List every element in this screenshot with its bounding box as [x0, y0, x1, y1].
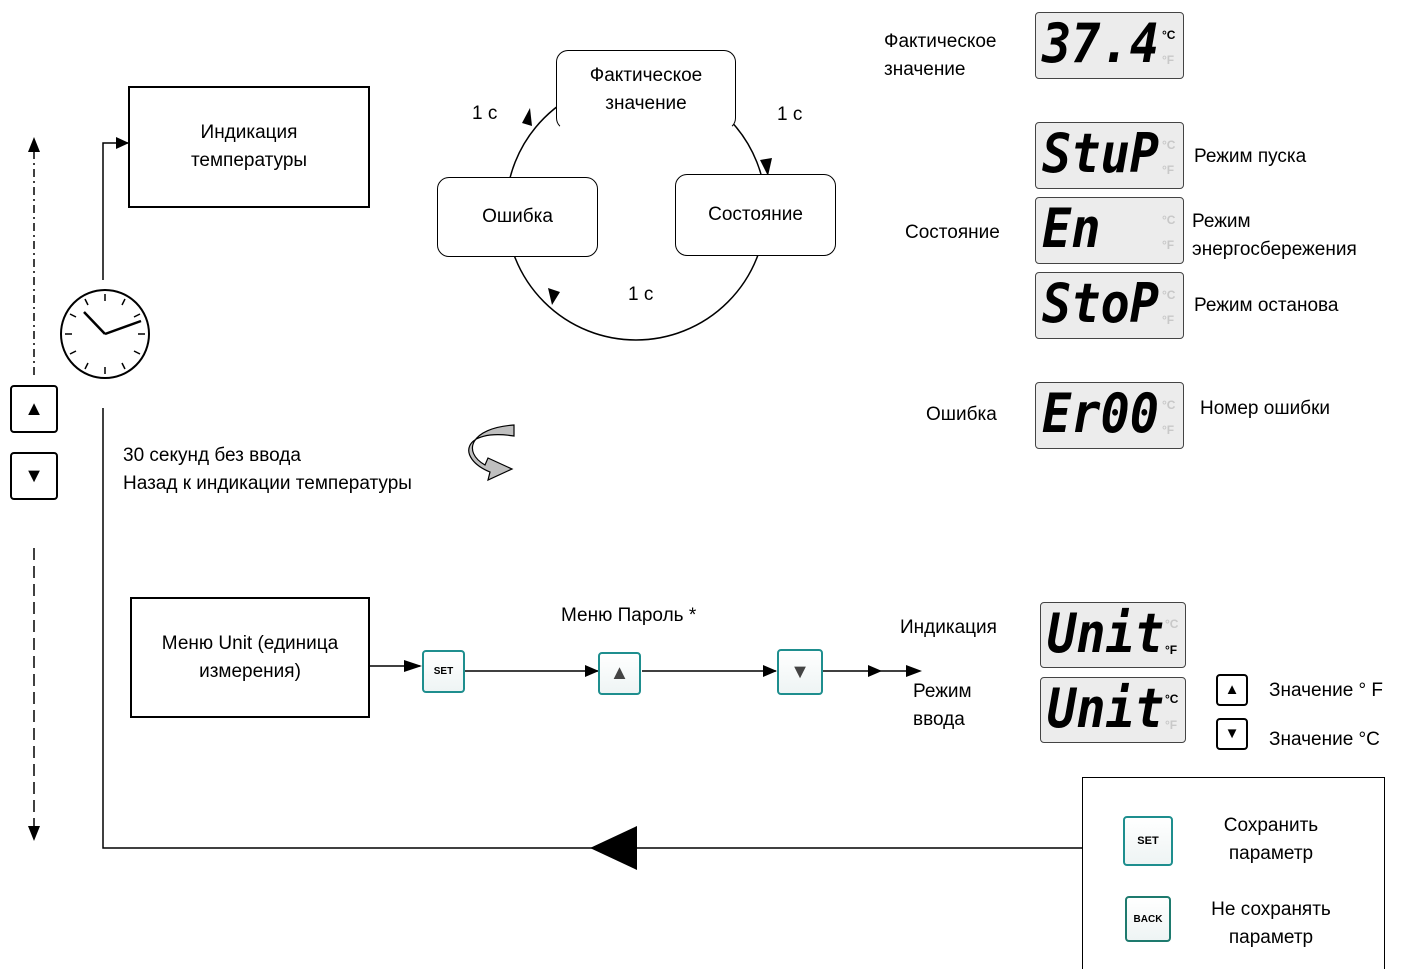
- input-mode-label: Режим ввода: [913, 681, 972, 730]
- legend-back-key[interactable]: BACK: [1125, 896, 1171, 942]
- set-key[interactable]: SET: [422, 650, 465, 693]
- display-arrowhead-2: [906, 665, 922, 677]
- error-node: Ошибка: [437, 177, 598, 257]
- clock-icon: [60, 289, 150, 379]
- indication-label: Индикация: [900, 617, 997, 638]
- interval-label-top-right: 1 с: [777, 104, 803, 125]
- display-arrowhead-1: [868, 665, 882, 677]
- state-label: Состояние: [905, 222, 1000, 243]
- down-arrow-icon: ▼: [1224, 725, 1240, 742]
- set-arrowhead: [404, 660, 422, 672]
- state-node: Состояние: [675, 174, 836, 256]
- unit-display-fahrenheit: Unit °C °F: [1040, 602, 1186, 668]
- cycle-arrow-right: [760, 158, 772, 176]
- scroll-down-arrowhead: [28, 826, 40, 841]
- actual-value-display: 37.4 °C °F: [1035, 12, 1184, 79]
- error-display: Er00 °C °F: [1035, 382, 1184, 449]
- state-display-energy-saving: En °C °F: [1035, 197, 1184, 264]
- state-desc-energy-saving: Режим энергосбережения: [1192, 211, 1357, 260]
- down-key-small[interactable]: ▼: [1216, 718, 1248, 750]
- legend-box: SET Сохранить параметр BACK Не сохранять…: [1082, 777, 1385, 969]
- error-desc: Номер ошибки: [1200, 398, 1330, 419]
- error-label: Ошибка: [926, 404, 997, 425]
- up-key-flow[interactable]: ▲: [598, 652, 641, 695]
- cycle-arrow-bottom: [548, 288, 560, 305]
- timeout-line-2: Назад к индикации температуры: [123, 473, 412, 494]
- temperature-indication-box: Индикация температуры: [128, 86, 370, 208]
- state-desc-stop: Режим останова: [1194, 295, 1339, 316]
- password-menu-label: Меню Пароль *: [561, 605, 697, 626]
- refresh-arrow-icon: [468, 424, 515, 482]
- actual-value-node: Фактическое значение: [556, 50, 736, 130]
- up-arrow-icon: ▲: [1224, 681, 1240, 698]
- down-value-desc: Значение °C: [1269, 729, 1380, 750]
- interval-label-top-left: 1 с: [472, 103, 498, 124]
- down-arrowhead: [763, 665, 777, 677]
- scroll-up-arrowhead: [28, 137, 40, 152]
- clock-to-indication-line: [102, 142, 128, 280]
- down-arrow-icon: ▼: [790, 660, 810, 683]
- cycle-arrow-left: [522, 108, 532, 126]
- up-key[interactable]: ▲: [10, 385, 58, 433]
- actual-value-label: Фактическое значение: [884, 31, 997, 80]
- up-arrow-icon: ▲: [24, 398, 44, 420]
- state-display-stop: StoP °C °F: [1035, 272, 1184, 339]
- unit-display-celsius: Unit °C °F: [1040, 677, 1186, 743]
- down-key-flow[interactable]: ▼: [777, 649, 823, 695]
- legend-back-desc: Не сохранять параметр: [1211, 899, 1331, 948]
- state-desc-startup: Режим пуска: [1194, 146, 1307, 167]
- unit-menu-box: Меню Unit (единица измерения): [130, 597, 370, 718]
- legend-set-desc: Сохранить параметр: [1223, 815, 1319, 864]
- up-arrow-icon: ▲: [609, 662, 630, 684]
- timeout-line-1: 30 секунд без ввода: [123, 445, 301, 466]
- up-value-desc: Значение ° F: [1269, 680, 1384, 701]
- indication-arrowhead: [116, 137, 129, 149]
- legend-set-key[interactable]: SET: [1123, 816, 1173, 866]
- up-key-small[interactable]: ▲: [1216, 674, 1248, 706]
- down-key[interactable]: ▼: [10, 452, 58, 500]
- return-line: [102, 408, 1085, 849]
- state-display-startup: StuP °C °F: [1035, 122, 1184, 189]
- up-arrowhead: [585, 665, 599, 677]
- return-big-arrowhead: [590, 826, 637, 870]
- down-arrow-icon: ▼: [24, 465, 44, 487]
- interval-label-bottom: 1 с: [628, 284, 654, 305]
